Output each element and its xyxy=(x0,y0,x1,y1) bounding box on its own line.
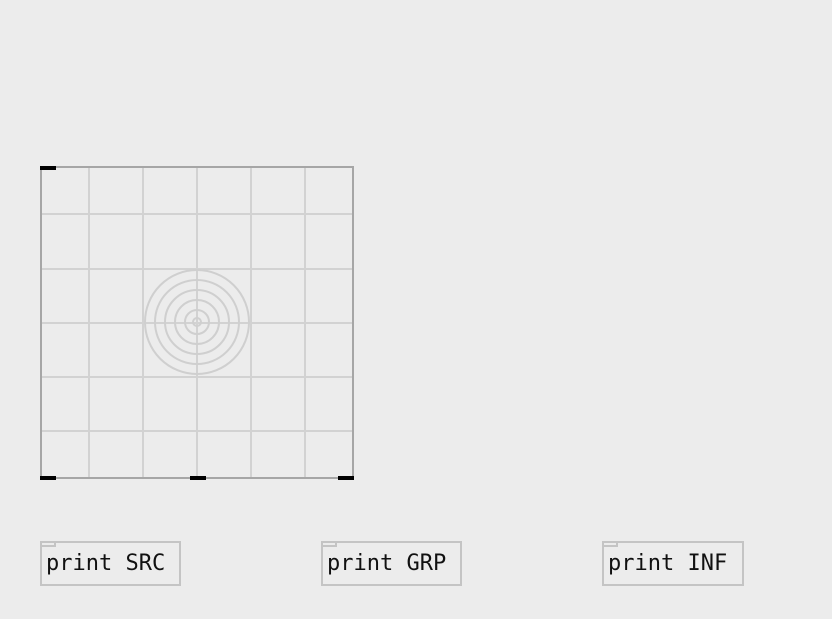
object-label: print INF xyxy=(608,551,728,576)
print-grp-object[interactable]: print GRP xyxy=(321,541,462,586)
grid-pad-canvas xyxy=(42,168,352,477)
outlet-port-left[interactable] xyxy=(40,476,56,480)
print-inf-object[interactable]: print INF xyxy=(602,541,744,586)
target-rings-icon xyxy=(144,269,250,375)
object-inlet[interactable] xyxy=(42,543,56,547)
inlet-port[interactable] xyxy=(40,166,56,170)
object-label: print SRC xyxy=(46,551,166,576)
grid-lines xyxy=(42,168,352,477)
object-label: print GRP xyxy=(327,551,447,576)
print-src-object[interactable]: print SRC xyxy=(40,541,181,586)
grid-pad[interactable] xyxy=(40,166,354,479)
object-inlet[interactable] xyxy=(323,543,337,547)
outlet-port-right[interactable] xyxy=(338,476,354,480)
object-inlet[interactable] xyxy=(604,543,618,547)
outlet-port-middle[interactable] xyxy=(190,476,206,480)
